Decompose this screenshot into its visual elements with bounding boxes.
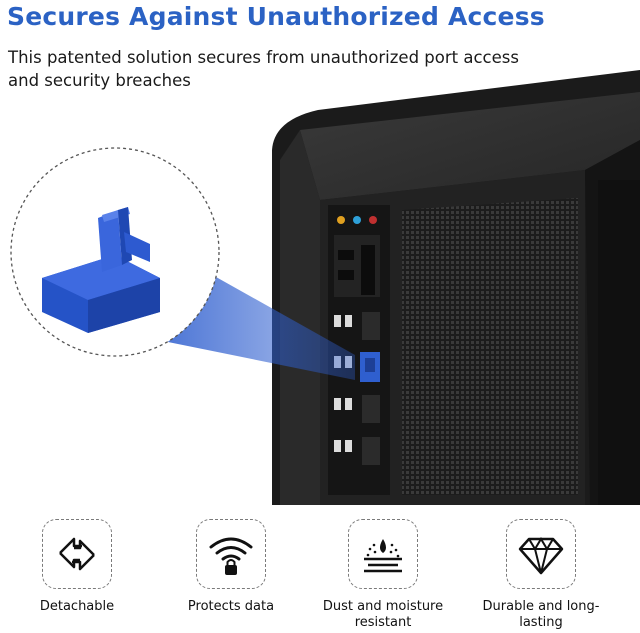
- feature-label: Dust and moisture resistant: [322, 599, 444, 630]
- feature-icon-box: [348, 519, 418, 589]
- product-illustration: [10, 70, 640, 505]
- feature-icon-box: [506, 519, 576, 589]
- feature-label: Durable and long-lasting: [482, 599, 600, 630]
- feature-durable: Durable and long-lasting: [466, 519, 616, 631]
- feature-label: Protects data: [187, 599, 275, 614]
- feature-detachable: Detachable: [2, 519, 152, 615]
- dust-moisture-icon: [364, 539, 402, 573]
- feature-icon-box: [196, 519, 266, 589]
- io-panel: [328, 205, 390, 495]
- zoom-beam: [168, 268, 355, 380]
- diamond-icon: [518, 537, 564, 575]
- feature-label: Detachable: [39, 599, 115, 614]
- swap-arrows-icon: [59, 537, 95, 571]
- feature-icon-box: [42, 519, 112, 589]
- port-blocker: [42, 207, 160, 333]
- page-title: Secures Against Unauthorized Access: [7, 2, 545, 31]
- feature-dust-moisture: Dust and moisture resistant: [308, 519, 458, 631]
- feature-protects-data: Protects data: [156, 519, 306, 615]
- wifi-lock-icon: [209, 537, 253, 575]
- vent-mesh: [402, 198, 578, 495]
- page-subtitle: This patented solution secures from unau…: [8, 48, 519, 90]
